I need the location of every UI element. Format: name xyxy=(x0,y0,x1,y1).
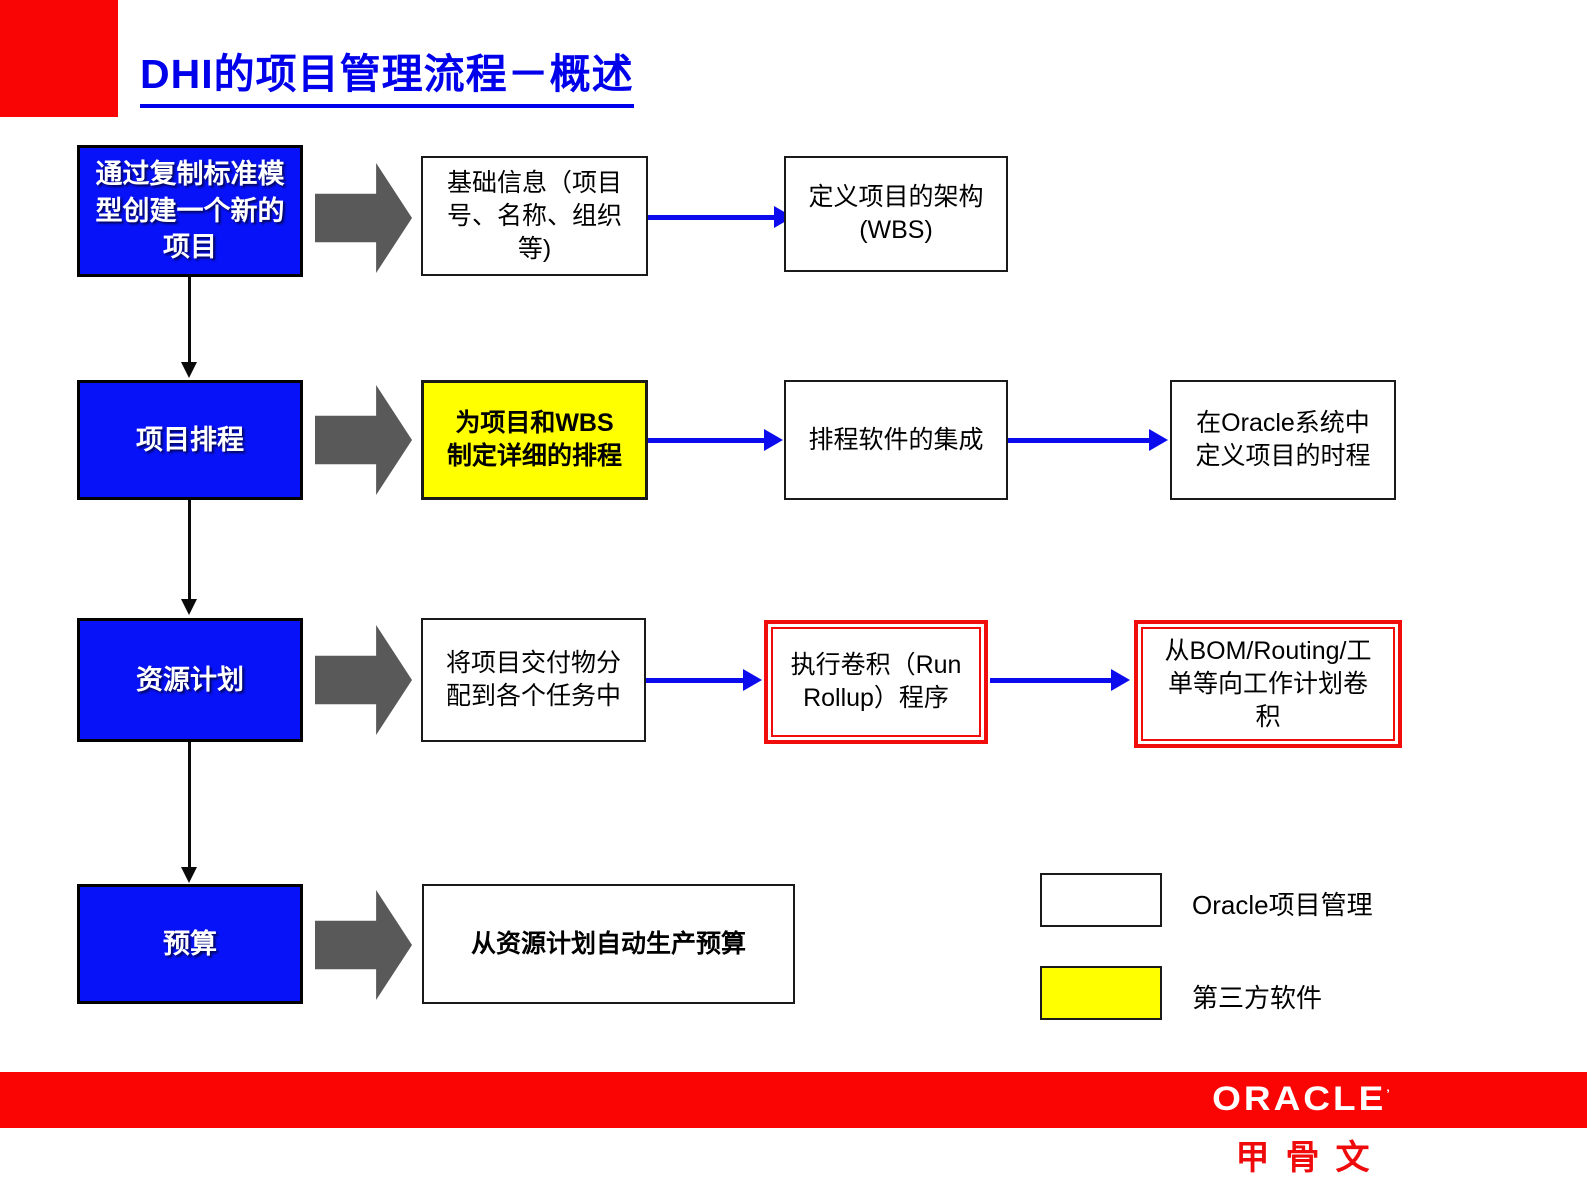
box-detailed-schedule: 为项目和WBS 制定详细的排程 xyxy=(421,380,648,500)
corner-red-square xyxy=(0,0,118,117)
box-bom-routing-rollup: 从BOM/Routing/工 单等向工作计划卷 积 xyxy=(1134,620,1402,748)
legend-oracle-label: Oracle项目管理 xyxy=(1192,890,1373,920)
oracle-logo: ORACLE’ xyxy=(1190,1080,1415,1119)
stage-box-resource-planning: 资源计划 xyxy=(77,618,303,742)
box-bom-routing-rollup-text: 从BOM/Routing/工 单等向工作计划卷 积 xyxy=(1141,627,1395,741)
down-arrow-icon xyxy=(181,500,197,615)
box-run-rollup: 执行卷积（Run Rollup）程序 xyxy=(764,620,988,744)
down-arrow-icon xyxy=(181,277,197,378)
stage-box-budget: 预算 xyxy=(77,884,303,1004)
gray-block-arrow-icon xyxy=(315,385,412,495)
flow-arrow-icon xyxy=(648,206,793,228)
box-define-wbs: 定义项目的架构 (WBS) xyxy=(784,156,1008,272)
gray-block-arrow-icon xyxy=(315,163,412,273)
flow-arrow-icon xyxy=(1008,429,1168,451)
flow-arrow-icon xyxy=(990,669,1130,691)
box-run-rollup-text: 执行卷积（Run Rollup）程序 xyxy=(771,627,981,737)
stage-box-create-project: 通过复制标准模 型创建一个新的 项目 xyxy=(77,145,303,277)
box-oracle-schedule: 在Oracle系统中 定义项目的时程 xyxy=(1170,380,1396,500)
box-basic-info: 基础信息（项目 号、名称、组织 等) xyxy=(421,156,648,276)
box-auto-budget: 从资源计划自动生产预算 xyxy=(422,884,795,1004)
oracle-logo-text: ORACLE xyxy=(1212,1079,1387,1118)
gray-block-arrow-icon xyxy=(315,890,412,1000)
down-arrow-icon xyxy=(181,742,197,883)
footer-red-bar xyxy=(0,1072,1587,1128)
legend-third-party-swatch xyxy=(1040,966,1162,1020)
stage-box-project-scheduling: 项目排程 xyxy=(77,380,303,500)
legend-third-party-label: 第三方软件 xyxy=(1192,983,1323,1013)
legend-oracle-swatch xyxy=(1040,873,1162,927)
oracle-logo-mark: ’ xyxy=(1386,1086,1393,1101)
box-assign-deliverables: 将项目交付物分 配到各个任务中 xyxy=(421,618,646,742)
box-schedule-integration: 排程软件的集成 xyxy=(784,380,1008,500)
oracle-chinese-logo: 甲骨文 xyxy=(1235,1139,1386,1177)
flow-arrow-icon xyxy=(648,429,783,451)
gray-block-arrow-icon xyxy=(315,625,412,735)
flow-arrow-icon xyxy=(646,669,762,691)
page-title: DHI的项目管理流程－概述 xyxy=(140,40,634,108)
